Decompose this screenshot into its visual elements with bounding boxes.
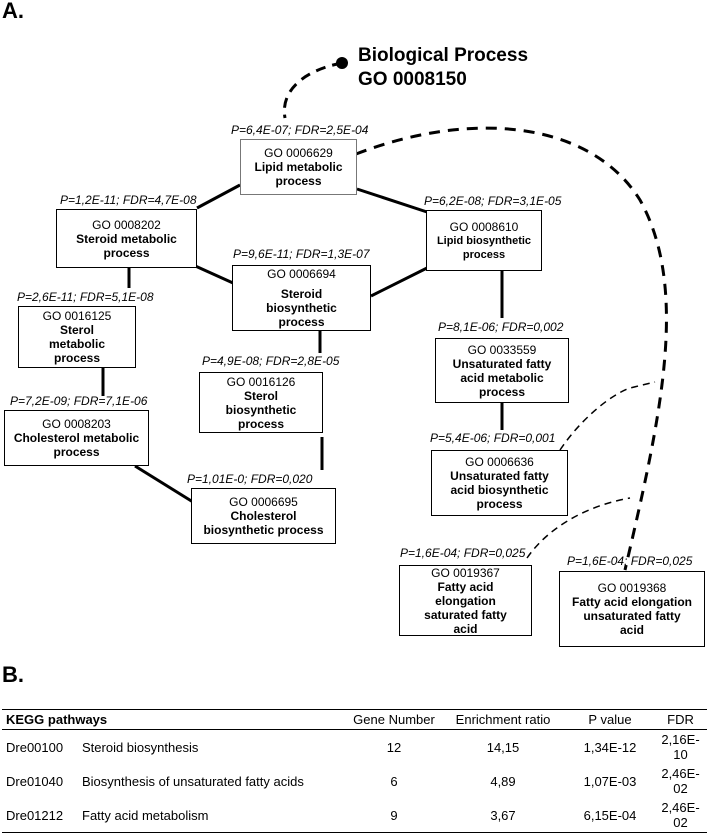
go-id: GO 0006694 xyxy=(267,267,336,281)
stat-6636: P=5,4E-06; FDR=0,001 xyxy=(430,431,556,445)
go-node-0019367[interactable]: GO 0019367 Fatty acid elongation saturat… xyxy=(399,565,532,636)
kegg-name: Biosynthesis of unsaturated fatty acids xyxy=(82,773,304,789)
kegg-fdr: 2,46E-02 xyxy=(661,766,700,796)
kegg-fdr: 2,46E-02 xyxy=(654,798,707,833)
root-title: Biological Process GO 0008150 xyxy=(358,44,528,92)
go-node-0008203[interactable]: GO 0008203 Cholesterol metabolic process xyxy=(4,410,149,466)
go-name: Fatty acid elongation saturated fatty ac… xyxy=(424,579,507,636)
kegg-ratio: 4,89 xyxy=(490,773,516,789)
kegg-ratio: 14,15 xyxy=(486,739,520,755)
stat-33559: P=8,1E-06; FDR=0,002 xyxy=(438,320,564,334)
kegg-ratio: 3,67 xyxy=(440,798,566,833)
go-node-0008202[interactable]: GO 0008202 Steroid metabolic process xyxy=(56,209,197,268)
stat-6695: P=1,01E-0; FDR=0,020 xyxy=(187,472,313,486)
kegg-genes: 6 xyxy=(390,773,398,789)
go-name: Sterol metabolic process xyxy=(48,323,105,365)
go-node-0006636[interactable]: GO 0006636 Unsaturated fatty acid biosyn… xyxy=(431,450,568,516)
panel-b-label: B. xyxy=(2,662,24,687)
go-name: Steroid metabolic process xyxy=(76,231,177,260)
edge-8203-6695 xyxy=(134,464,194,504)
edge-6629-8202 xyxy=(196,183,241,210)
kegg-code: Dre00100 xyxy=(6,739,64,755)
go-id: GO 0006695 xyxy=(229,495,298,509)
kegg-name: Fatty acid metabolism xyxy=(78,798,348,833)
stat-8203: P=7,2E-09; FDR=7,1E-06 xyxy=(10,394,148,408)
kegg-header-ratio: Enrichment ratio xyxy=(440,709,566,730)
kegg-pvalue: 1,07E-03 xyxy=(583,773,637,789)
go-name: Steroid biosynthetic process xyxy=(266,287,337,329)
go-node-0016125[interactable]: GO 0016125 Sterol metabolic process xyxy=(18,306,136,368)
kegg-genes: 12 xyxy=(386,739,402,755)
root-edge xyxy=(282,61,343,119)
kegg-header-pvalue: P value xyxy=(566,709,654,730)
panel-a-label: A. xyxy=(2,0,24,23)
go-id: GO 0033559 xyxy=(467,342,537,357)
stat-6694: P=9,6E-11; FDR=1,3E-07 xyxy=(233,247,370,261)
go-id: GO 0006629 xyxy=(264,146,333,160)
edge-6636-arc xyxy=(559,381,656,451)
go-node-0008610[interactable]: GO 0008610 Lipid biosynthetic process xyxy=(426,210,542,271)
kegg-pvalue: 6,15E-04 xyxy=(566,798,654,833)
kegg-header-row: KEGG pathways Gene Number Enrichment rat… xyxy=(2,709,707,730)
kegg-code: Dre01212 xyxy=(2,798,78,833)
stat-16126: P=4,9E-08; FDR=2,8E-05 xyxy=(202,354,340,368)
go-id: GO 0008203 xyxy=(42,417,111,431)
root-title-line2: GO 0008150 xyxy=(358,69,467,90)
stat-6629: P=6,4E-07; FDR=2,5E-04 xyxy=(231,123,369,137)
stat-19368: P=1,6E-04; FDR=0,025 xyxy=(567,554,693,568)
go-name: Unsaturated fatty acid biosynthetic proc… xyxy=(450,469,549,511)
kegg-genes: 9 xyxy=(348,798,440,833)
edge-19367-arc xyxy=(526,497,631,559)
go-name: Cholesterol metabolic process xyxy=(13,431,140,459)
go-id: GO 0019367 xyxy=(431,565,500,580)
stat-8202: P=1,2E-11; FDR=4,7E-08 xyxy=(60,193,197,207)
table-row: Dre01212 Fatty acid metabolism 9 3,67 6,… xyxy=(2,798,707,833)
edge-6629-19368 xyxy=(355,126,668,571)
go-node-0006695[interactable]: GO 0006695 Cholesterol biosynthetic proc… xyxy=(191,488,336,544)
kegg-pvalue: 1,34E-12 xyxy=(583,739,637,755)
kegg-name: Steroid biosynthesis xyxy=(82,739,199,755)
go-name: Sterol biosynthetic process xyxy=(225,388,297,431)
go-node-0033559[interactable]: GO 0033559 Unsaturated fatty acid metabo… xyxy=(435,338,569,403)
go-node-0006629[interactable]: GO 0006629 Lipid metabolic process xyxy=(240,139,357,195)
stat-19367: P=1,6E-04; FDR=0,025 xyxy=(400,546,526,560)
go-name: Cholesterol biosynthetic process xyxy=(203,509,324,537)
go-name: Lipid metabolic process xyxy=(254,160,343,188)
stat-8610: P=6,2E-08; FDR=3,1E-05 xyxy=(424,194,562,208)
kegg-code: Dre01040 xyxy=(6,773,64,789)
go-id: GO 0008202 xyxy=(92,217,161,232)
go-id: GO 0016126 xyxy=(226,374,296,389)
kegg-table: KEGG pathways Gene Number Enrichment rat… xyxy=(2,709,707,833)
go-node-0019368[interactable]: GO 0019368 Fatty acid elongation unsatur… xyxy=(559,571,705,647)
root-title-line1: Biological Process xyxy=(358,45,529,66)
stat-16125: P=2,6E-11; FDR=5,1E-08 xyxy=(17,290,154,304)
table-row: Dre00100 Steroid biosynthesis 12 14,15 1… xyxy=(2,730,707,765)
kegg-header-pathway: KEGG pathways xyxy=(2,709,348,730)
go-name: Fatty acid elongation unsaturated fatty … xyxy=(571,595,692,637)
table-row: Dre01040 Biosynthesis of unsaturated fat… xyxy=(2,764,707,798)
go-id: GO 0016125 xyxy=(42,309,112,323)
edge-layer xyxy=(101,57,668,571)
go-id: GO 0019368 xyxy=(597,581,667,595)
go-name: Unsaturated fatty acid metabolic process xyxy=(452,356,552,399)
kegg-fdr: 2,16E-10 xyxy=(661,732,700,762)
edge-6629-8610 xyxy=(356,187,428,214)
kegg-header-fdr: FDR xyxy=(654,709,707,730)
go-id: GO 0008610 xyxy=(449,219,519,234)
go-name: Lipid biosynthetic process xyxy=(436,234,532,261)
kegg-header-genes: Gene Number xyxy=(348,709,440,730)
go-node-0006694[interactable]: GO 0006694 Steroid biosynthetic process xyxy=(232,265,371,331)
edge-8610-6694 xyxy=(370,266,428,298)
go-node-0016126[interactable]: GO 0016126 Sterol biosynthetic process xyxy=(199,372,323,433)
go-id: GO 0006636 xyxy=(465,455,534,469)
